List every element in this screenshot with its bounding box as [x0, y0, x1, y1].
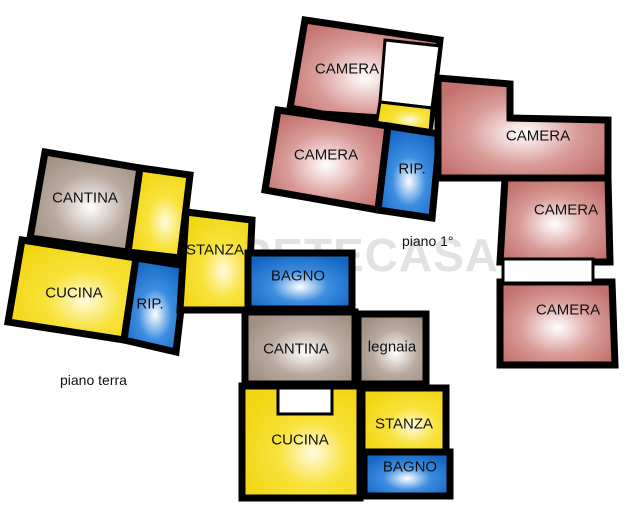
room-label: RIP.: [398, 160, 426, 178]
room-label: CUCINA: [45, 284, 103, 302]
room-camera-5: [496, 278, 619, 369]
room-label: RIP.: [136, 295, 164, 313]
room-label: CAMERA: [505, 127, 571, 145]
room-label: STANZA: [374, 415, 434, 433]
room-label: STANZA: [185, 241, 245, 259]
room-bagno-2: [360, 448, 454, 500]
room-label: CAMERA: [314, 60, 380, 78]
room-legnaia: [354, 310, 430, 388]
room-label: BAGNO: [270, 267, 326, 285]
room-stanza-2: [358, 384, 450, 456]
room-label: CUCINA: [271, 431, 329, 449]
room-rip-1: [374, 121, 444, 223]
floor-caption-piano-terra: piano terra: [60, 372, 127, 388]
floor-caption-piano-1: piano 1°: [402, 233, 454, 249]
room-label: legnaia: [367, 338, 417, 356]
room-stanza-1: [176, 208, 256, 314]
room-rip-2: [120, 253, 190, 357]
room-label: CAMERA: [293, 146, 359, 164]
room-label: CANTINA: [52, 189, 118, 207]
room-camera-4: [496, 174, 614, 266]
room-label: CANTINA: [263, 340, 329, 358]
room-camera-3: [434, 74, 612, 182]
room-label: CAMERA: [535, 301, 601, 319]
room-label: BAGNO: [382, 458, 438, 476]
room-label: CAMERA: [533, 201, 599, 219]
